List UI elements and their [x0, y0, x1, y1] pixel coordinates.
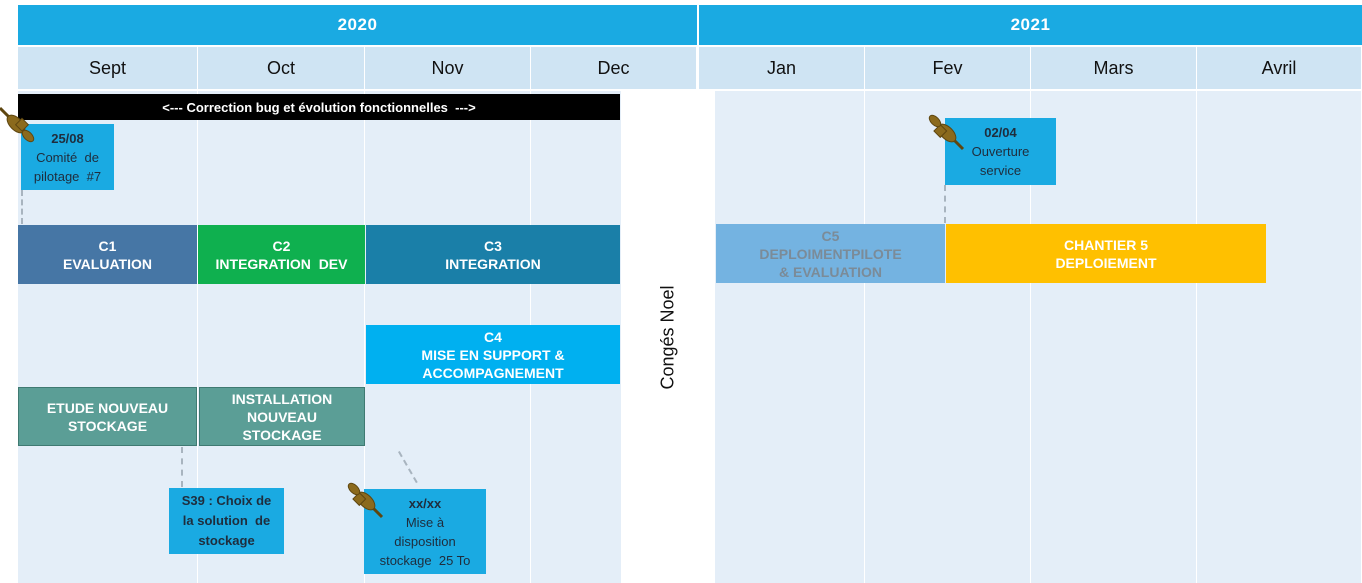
bar-label: C1 — [98, 237, 117, 254]
bar-label: STOCKAGE — [67, 417, 148, 434]
connector-line — [21, 190, 23, 224]
month-header: Mars — [1031, 47, 1197, 89]
note-text: Ouverture — [971, 144, 1030, 159]
bar-label: NOUVEAU — [246, 408, 317, 425]
holiday-label: Congés Noel — [657, 284, 678, 390]
bar-label: CHANTIER 5 — [1063, 236, 1148, 253]
bar-label: ETUDE NOUVEAU — [46, 399, 169, 416]
month-header: Oct — [198, 47, 365, 89]
bar-c4-mise-en-support: C4 MISE EN SUPPORT & ACCOMPAGNEMENT — [366, 325, 620, 384]
bar-label: MISE EN SUPPORT & — [421, 346, 565, 363]
year-header-2021: 2021 — [699, 5, 1362, 45]
note-text: pilotage #7 — [33, 168, 102, 184]
month-column — [1031, 91, 1197, 583]
bar-etude-nouveau-stockage: ETUDE NOUVEAU STOCKAGE — [18, 387, 197, 446]
note-comite-pilotage: 25/08 Comité de pilotage #7 — [21, 124, 114, 190]
connector-line — [944, 185, 946, 223]
bar-label: INSTALLATION — [231, 390, 333, 407]
note-text: Mise à — [405, 514, 445, 530]
holiday-band: Congés Noel — [621, 91, 715, 583]
bar-label: EVALUATION — [63, 255, 152, 272]
correction-banner: <--- Correction bug et évolution fonctio… — [18, 94, 620, 120]
month-header: Dec — [531, 47, 697, 89]
note-date: 02/04 — [984, 125, 1017, 140]
bar-label: DEPLOIMENTPILOTE — [759, 245, 902, 262]
month-header: Nov — [365, 47, 531, 89]
connector-line — [181, 447, 183, 487]
bar-c2-integration-dev: C2 INTEGRATION DEV — [198, 225, 365, 284]
note-text: stockage — [198, 533, 255, 548]
note-text: S39 : Choix de — [181, 493, 272, 508]
note-text: service — [979, 163, 1022, 178]
month-column — [699, 91, 865, 583]
bar-label: INTEGRATION — [445, 255, 541, 272]
note-text: la solution de — [182, 513, 271, 528]
note-text: stockage 25 To — [379, 552, 471, 568]
bar-c3-integration: C3 INTEGRATION — [366, 225, 620, 284]
bar-label: STOCKAGE — [242, 426, 322, 443]
note-text: disposition — [394, 533, 456, 549]
pushpin-icon — [347, 482, 384, 519]
bar-label: & EVALUATION — [779, 263, 882, 280]
note-date: xx/xx — [408, 495, 442, 511]
pushpin-icon — [928, 114, 965, 151]
month-header: Jan — [699, 47, 865, 89]
month-header: Sept — [18, 47, 198, 89]
note-ouverture-service: 02/04 Ouverture service — [945, 118, 1056, 185]
bar-label: C3 — [484, 237, 502, 254]
bar-label: DEPLOIEMENT — [1055, 254, 1157, 271]
note-mise-disposition: xx/xx Mise à disposition stockage 25 To — [364, 489, 486, 574]
year-header-2020: 2020 — [18, 5, 697, 45]
bar-label: INTEGRATION DEV — [215, 255, 348, 272]
bar-label: C4 — [484, 328, 502, 345]
bar-installation-nouveau-stockage: INSTALLATION NOUVEAU STOCKAGE — [199, 387, 365, 446]
bar-c1-evaluation: C1 EVALUATION — [18, 225, 197, 284]
note-choix-solution: S39 : Choix de la solution de stockage — [169, 488, 284, 554]
month-header: Avril — [1197, 47, 1362, 89]
month-header: Fev — [865, 47, 1031, 89]
bar-chantier5-deploiement: CHANTIER 5 DEPLOIEMENT — [946, 224, 1266, 283]
bar-c5-deploiement-pilote: C5 DEPLOIMENTPILOTE & EVALUATION — [716, 224, 945, 283]
bar-label: C5 — [821, 227, 840, 244]
bar-label: C2 — [272, 237, 291, 254]
month-column — [1197, 91, 1362, 583]
note-text: Comité de — [36, 149, 99, 165]
note-date: 25/08 — [51, 130, 84, 146]
bar-label: ACCOMPAGNEMENT — [422, 364, 564, 381]
pushpin-icon — [0, 106, 35, 143]
